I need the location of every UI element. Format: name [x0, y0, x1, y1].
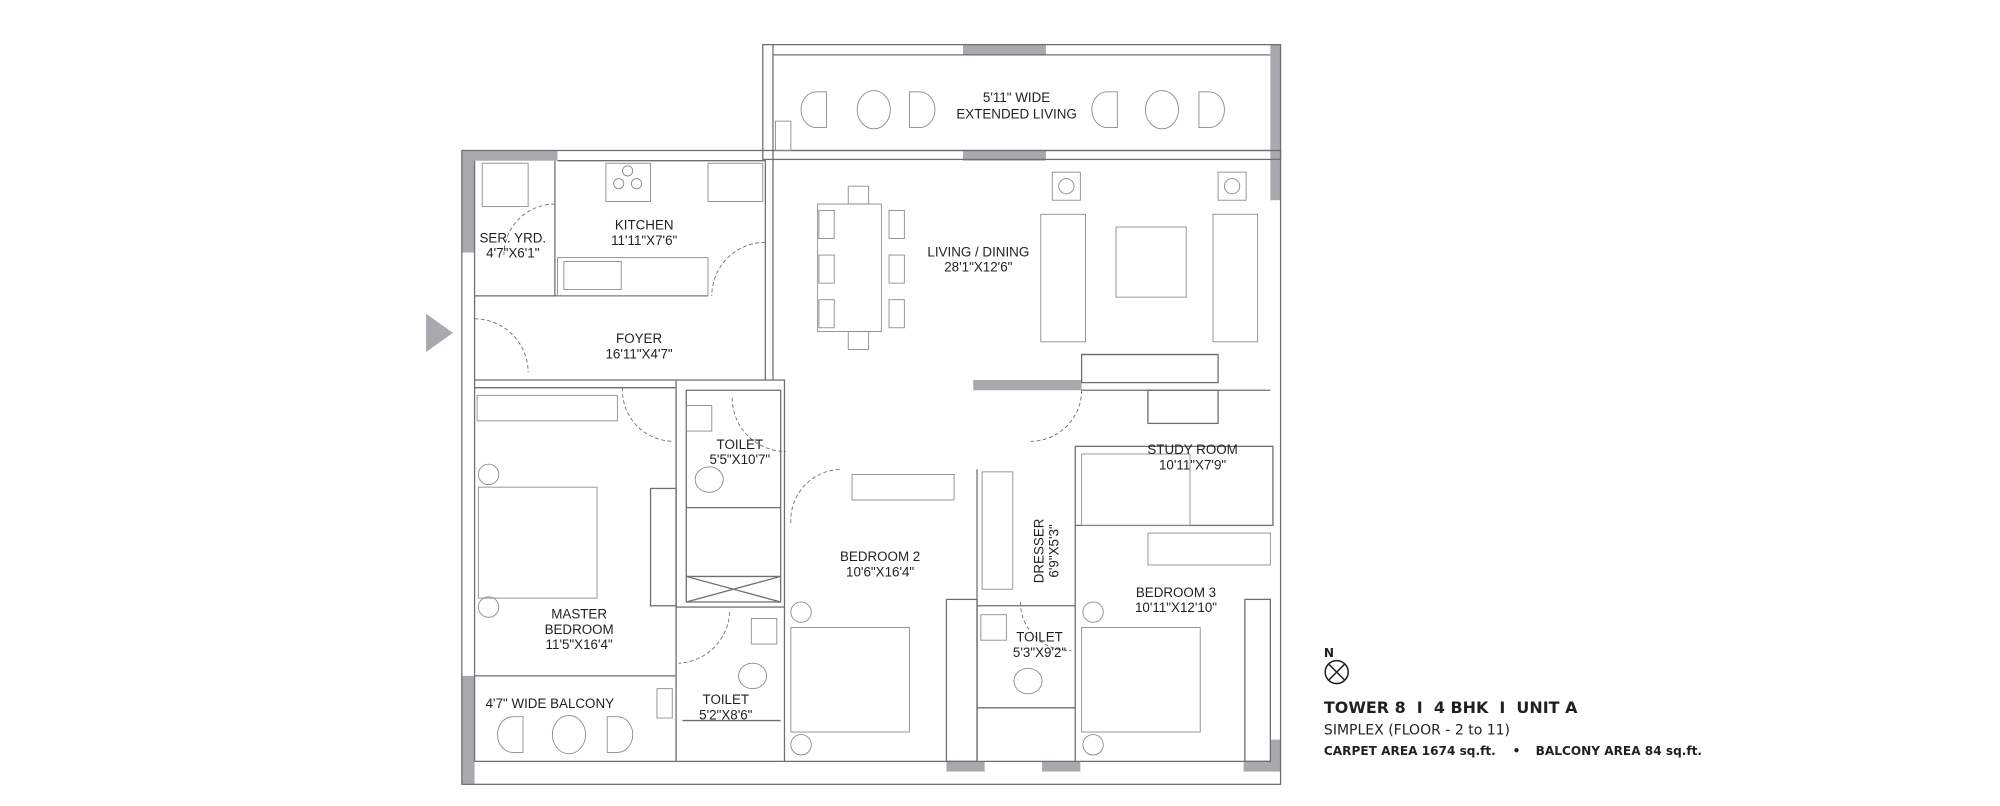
dresser-size: 6'9"X5'3" — [1047, 524, 1062, 578]
toilet-2-label: TOILET — [1016, 629, 1063, 644]
north-label: N — [1324, 646, 1334, 660]
foyer-label: FOYER — [616, 331, 662, 346]
service-yard-label: SER. YRD. — [480, 230, 547, 245]
study-room-size: 10'11"X7'9" — [1159, 457, 1226, 472]
kitchen-size: 11'11"X7'6" — [611, 233, 677, 248]
walls — [461, 44, 1281, 785]
unit-title: TOWER 8 I 4 BHK I UNIT A — [1324, 698, 1578, 717]
balcony-label: 4'7" WIDE BALCONY — [486, 696, 615, 711]
master-bedroom-size: 11'5"X16'4" — [546, 637, 613, 652]
info-block: N TOWER 8 I 4 BHK I UNIT A SIMPLEX (FLOO… — [1324, 646, 1702, 758]
toilet-1-label: TOILET — [717, 437, 764, 452]
wall-outlines — [461, 43, 1282, 785]
toilet-2-size: 5'3"X9'2" — [1013, 645, 1067, 660]
doors — [474, 203, 1083, 664]
bedroom-2-size: 10'6"X16'4" — [846, 564, 914, 579]
bedroom-2-label: BEDROOM 2 — [840, 549, 920, 564]
master-bedroom-label: MASTER — [551, 607, 607, 622]
study-room-label: STUDY ROOM — [1147, 442, 1237, 457]
bedroom-3-size: 10'11"X12'10" — [1135, 600, 1217, 615]
entry-arrow-icon — [426, 313, 453, 352]
foyer-size: 16'11"X4'7" — [605, 346, 672, 361]
master-bedroom-label-2: BEDROOM — [545, 622, 614, 637]
dresser-label: DRESSER — [1031, 518, 1046, 583]
living-dining-label: LIVING / DINING — [927, 244, 1029, 259]
living-dining-size: 28'1"X12'6" — [944, 260, 1012, 275]
separator: • — [1513, 744, 1521, 758]
room-labels: 5'11" WIDE EXTENDED LIVING KITCHEN 11'11… — [480, 90, 1238, 722]
toilet-1-size: 5'5"X10'7" — [709, 452, 770, 467]
extended-living-label: 5'11" WIDE — [983, 90, 1050, 105]
service-yard-size: 4'7"X6'1" — [486, 246, 540, 261]
compass-icon — [1324, 659, 1349, 685]
kitchen-label: KITCHEN — [615, 218, 674, 233]
toilet-3-size: 5'2"X8'6" — [699, 707, 753, 722]
carpet-area: CARPET AREA 1674 sq.ft. — [1324, 744, 1496, 758]
extended-living-label-2: EXTENDED LIVING — [956, 107, 1076, 122]
toilet-3-label: TOILET — [703, 692, 750, 707]
unit-subtitle: SIMPLEX (FLOOR - 2 to 11) — [1324, 723, 1510, 739]
bedroom-3-label: BEDROOM 3 — [1136, 585, 1216, 600]
balcony-area: BALCONY AREA 84 sq.ft. — [1536, 744, 1702, 758]
furniture — [476, 90, 1271, 756]
